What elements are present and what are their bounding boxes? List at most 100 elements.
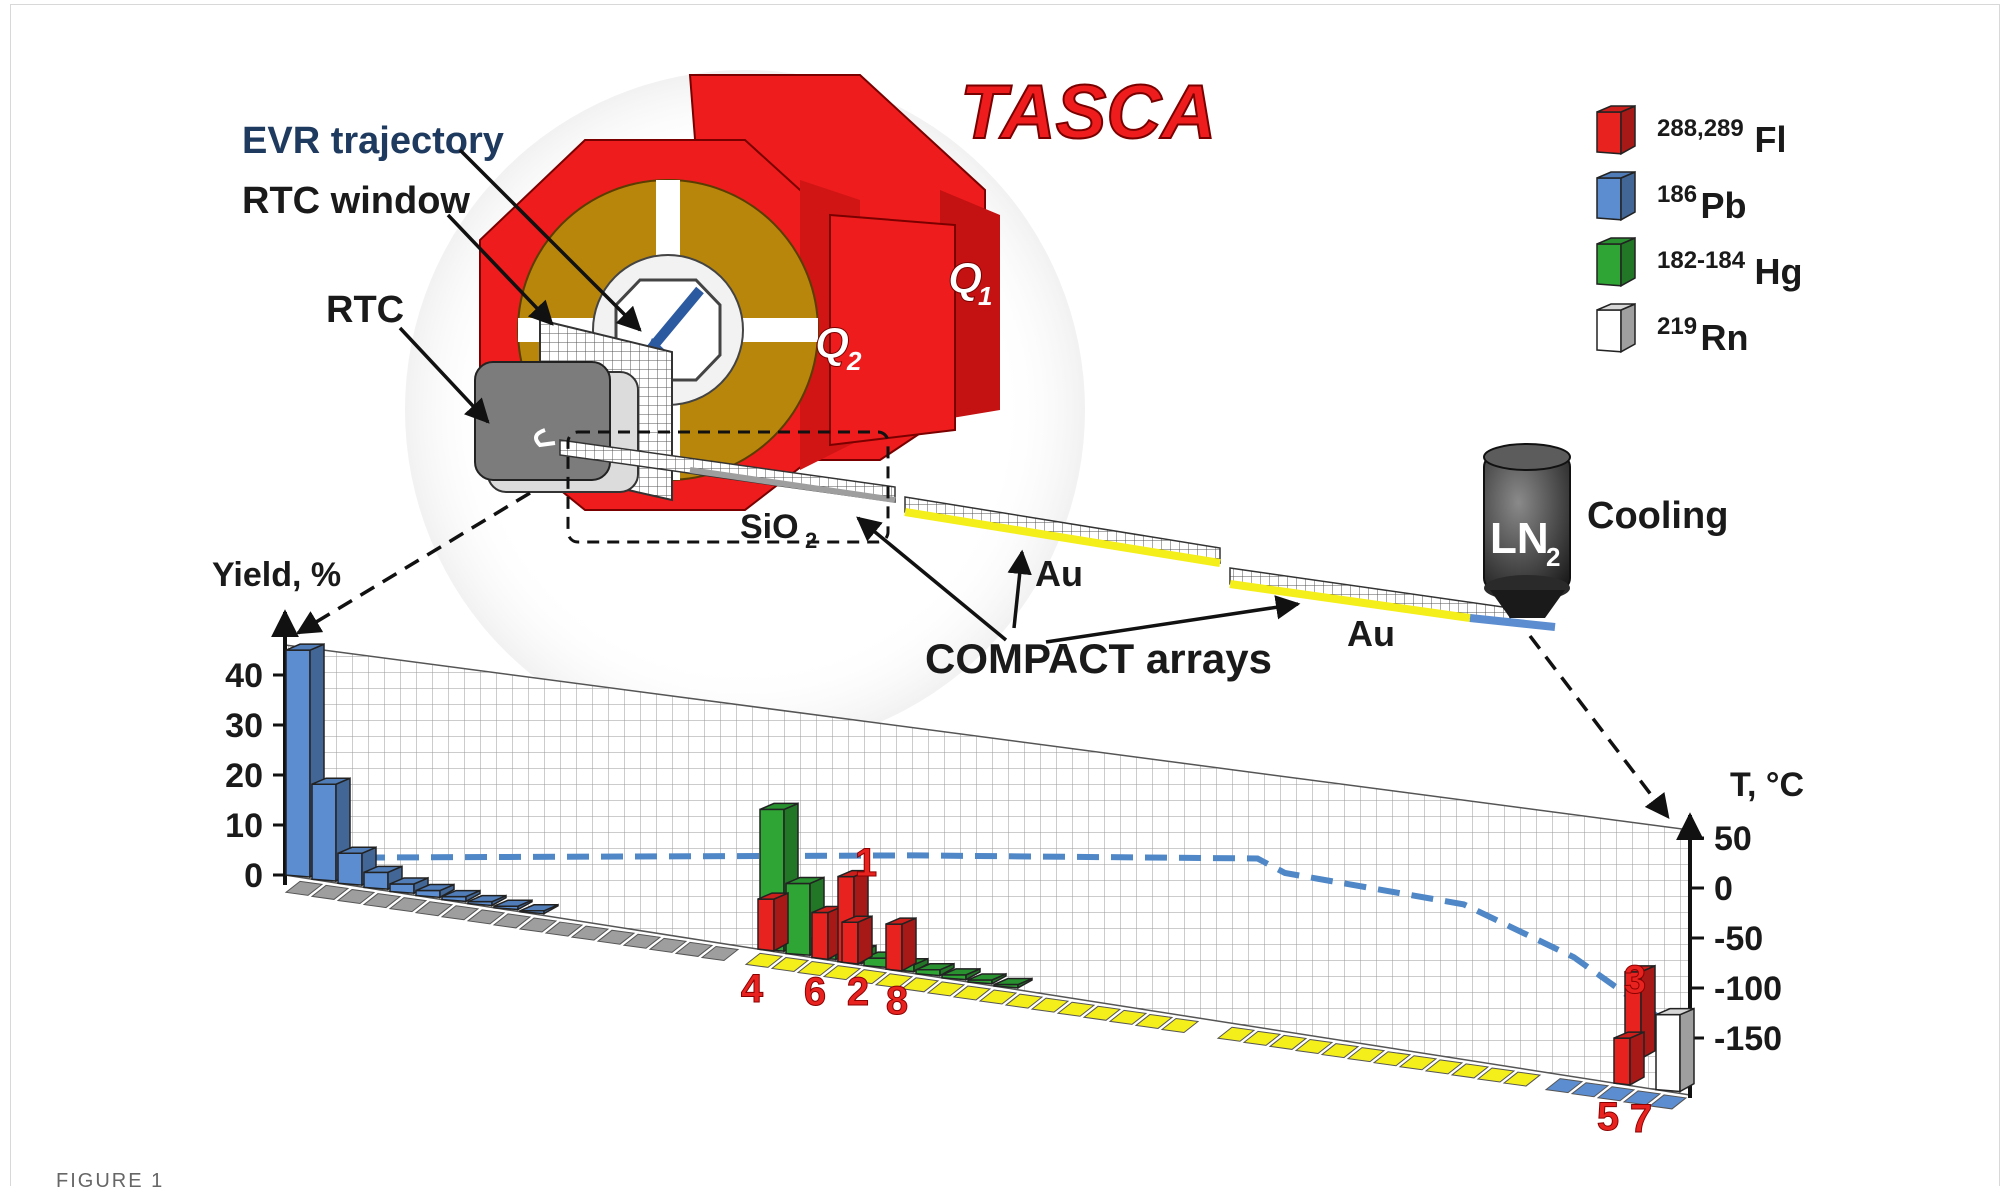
quartz-tile xyxy=(648,937,688,953)
cold-tile xyxy=(1570,1082,1610,1098)
chart-floor xyxy=(284,880,1688,1110)
quartz-tile xyxy=(674,941,714,957)
fl-event-label: 6 xyxy=(804,970,826,1014)
gold-tile xyxy=(1320,1043,1360,1059)
legend-element-fl: Fl xyxy=(1755,119,1787,160)
gold-tile xyxy=(1476,1067,1516,1083)
fl-event-label: 5 xyxy=(1597,1095,1619,1139)
gold-tile xyxy=(1502,1071,1542,1087)
fl-bar xyxy=(1613,1030,1645,1087)
gold-tile xyxy=(1268,1034,1308,1050)
legend-swatch-hg xyxy=(1596,236,1636,288)
cold-tile xyxy=(1622,1090,1662,1106)
quartz-tile xyxy=(362,893,402,909)
fl-event-label: 3 xyxy=(1624,958,1646,1002)
ln2-label: LN xyxy=(1490,514,1549,563)
cold-tile xyxy=(1596,1086,1636,1102)
annotation-arrows xyxy=(398,148,1301,644)
cold-tile xyxy=(1544,1078,1584,1094)
gold-tile xyxy=(1424,1059,1464,1075)
ln2-dewar xyxy=(1483,443,1571,618)
au-label-2: Au xyxy=(1347,613,1395,654)
quartz-tile xyxy=(518,917,558,933)
figure-frame xyxy=(10,4,2000,1186)
quartz-tile xyxy=(310,884,350,900)
gold-tile xyxy=(848,969,888,985)
pb-bar xyxy=(467,894,507,907)
quartz-tile xyxy=(596,929,636,945)
gold-tile xyxy=(952,985,992,1001)
temp-ticks: 500-50-100-150 xyxy=(1690,820,1782,1058)
tasca-title: TASCA xyxy=(960,70,1216,155)
evr-trajectory-label: EVR trajectory xyxy=(242,120,504,162)
gold-tile xyxy=(1108,1009,1148,1025)
gold-tile xyxy=(822,965,862,981)
sio2-subscript: 2 xyxy=(805,528,817,553)
quartz-tile xyxy=(284,880,324,896)
gold-tile xyxy=(1134,1013,1174,1029)
yield-axis-label: Yield, % xyxy=(212,556,341,594)
yield-tick-label: 40 xyxy=(225,657,263,695)
gold-tile xyxy=(900,977,940,993)
compact-arrays-label: COMPACT arrays xyxy=(925,635,1272,682)
legend-element-pb: Pb xyxy=(1701,185,1747,226)
fl-bar xyxy=(841,915,873,966)
au-label-1: Au xyxy=(1035,553,1083,594)
legend-swatch-rn xyxy=(1596,302,1636,354)
quartz-tile xyxy=(388,897,428,913)
hg-bar xyxy=(941,967,981,981)
chart-backwall xyxy=(284,644,1691,1096)
quartz-tile xyxy=(492,913,532,929)
legend-swatch-fl xyxy=(1596,104,1636,156)
rtc-label: RTC xyxy=(326,289,404,331)
sio2-label: SiO xyxy=(740,508,799,546)
temp-axis-label: T, °C xyxy=(1730,766,1804,804)
pb-bar xyxy=(285,643,325,879)
temp-tick-label: -100 xyxy=(1714,970,1782,1008)
legend-swatch-pb xyxy=(1596,170,1636,222)
pb-bar xyxy=(415,883,455,899)
zoom-arrows xyxy=(295,491,1670,819)
quartz-tile xyxy=(466,909,506,925)
gold-tile xyxy=(1082,1005,1122,1021)
fl-bar xyxy=(757,891,789,953)
fl-event-label: 8 xyxy=(886,979,908,1023)
gold-tile xyxy=(1056,1001,1096,1017)
temp-tick-label: 0 xyxy=(1714,870,1733,908)
ln2-subscript: 2 xyxy=(1546,542,1560,572)
gold-tile xyxy=(874,973,914,989)
quartz-tile xyxy=(544,921,584,937)
hg-bar xyxy=(915,962,955,977)
rtc-chamber xyxy=(474,361,611,481)
pb-bar xyxy=(519,903,559,915)
yield-tick-label: 20 xyxy=(225,757,263,795)
quartz-tile xyxy=(622,933,662,949)
gold-tile xyxy=(1398,1055,1438,1071)
fl-event-label: 7 xyxy=(1630,1097,1652,1141)
pb-bar xyxy=(441,889,481,903)
gold-tile xyxy=(926,981,966,997)
gold-tile xyxy=(1242,1030,1282,1046)
gold-tile xyxy=(770,956,810,972)
cooling-label: Cooling xyxy=(1587,495,1728,537)
gold-tile xyxy=(1450,1063,1490,1079)
legend-mass-rn: 219 xyxy=(1657,313,1697,340)
q2-subscript: 2 xyxy=(846,346,862,376)
yield-tick-label: 0 xyxy=(244,857,263,895)
evr-beam xyxy=(646,286,704,354)
yield-tick-label: 30 xyxy=(225,707,263,745)
sio2-highlight-box xyxy=(566,430,890,544)
pb-bar xyxy=(493,899,533,911)
chart-bars xyxy=(285,643,1695,1093)
fl-event-label: 1 xyxy=(855,841,877,885)
quartz-tile xyxy=(414,901,454,917)
compact-tube xyxy=(559,439,1556,631)
hg-bar xyxy=(967,972,1007,986)
fl-bar xyxy=(885,916,917,973)
gold-tile xyxy=(1030,997,1070,1013)
